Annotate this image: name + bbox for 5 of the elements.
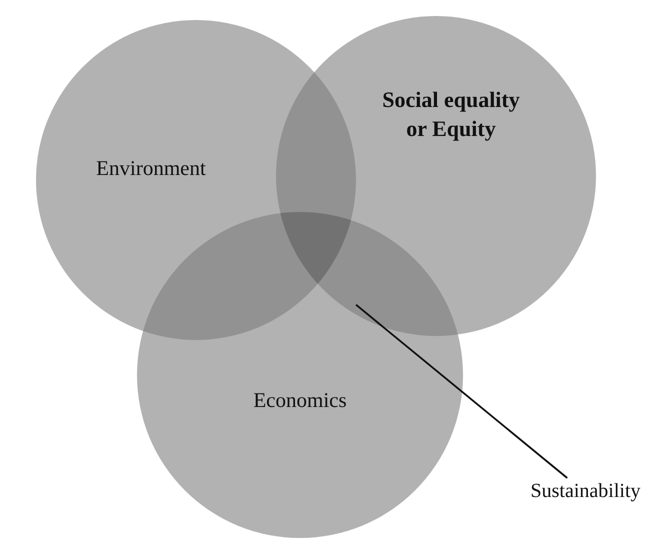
callout-label: Sustainability	[530, 479, 642, 504]
circle-label: Environment	[95, 155, 207, 182]
circle-label: Economics	[252, 387, 348, 414]
leader-line	[355, 304, 568, 479]
circle-label: Social equality or Equity	[381, 86, 521, 143]
